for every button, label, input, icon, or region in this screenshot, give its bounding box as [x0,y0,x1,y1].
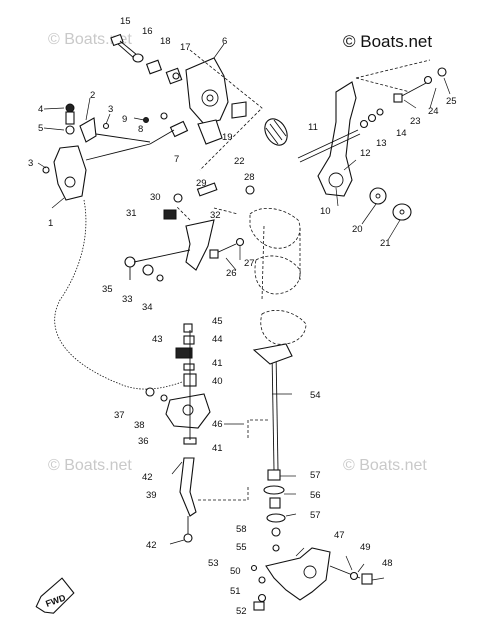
part-label-49: 49 [360,542,371,553]
part-label-35: 35 [102,284,113,295]
part-label-50: 50 [230,566,241,577]
part-label-1: 1 [48,218,53,229]
part-label-41: 41 [212,358,223,369]
part-label-28: 28 [244,172,255,183]
center-bolts [209,185,255,259]
cam-leader-frame [189,49,263,171]
washer-21 [392,203,412,221]
part-label-24: 24 [428,106,439,117]
part-label-5: 5 [38,123,43,134]
part-label-27: 27 [244,258,255,269]
part-label-14: 14 [396,128,407,139]
part-label-42: 42 [146,540,157,551]
part-label-57: 57 [310,470,321,481]
part-label-51: 51 [230,586,241,597]
part-label-36: 36 [138,436,149,447]
part-label-7: 7 [174,154,179,165]
watermark-main: © Boats.net [343,32,432,51]
watermark-bottom-left: © Boats.net [48,457,132,474]
part-label-42: 42 [142,472,153,483]
part-label-17: 17 [180,42,191,53]
link-rod-end [143,112,189,145]
part-label-57: 57 [310,510,321,521]
part-label-3: 3 [28,158,33,169]
part-label-38: 38 [134,420,145,431]
left-bolt-group [124,249,191,282]
throttle-arm-assembly [42,103,151,201]
part-label-3: 3 [108,104,113,115]
part-label-16: 16 [142,26,153,37]
part-label-46: 46 [212,419,223,430]
part-label-47: 47 [334,530,345,541]
part-label-31: 31 [126,208,137,219]
part-label-32: 32 [210,210,221,221]
part-label-53: 53 [208,558,219,569]
lower-shift-lever [250,527,373,611]
link-rod-39 [179,457,249,543]
part-label-10: 10 [320,206,331,217]
part-label-11: 11 [308,122,318,133]
part-label-13: 13 [376,138,387,149]
part-label-4: 4 [38,104,43,115]
shift-bracket-assembly [145,323,211,445]
part-label-39: 39 [146,490,157,501]
forward-direction-arrow: FWD [35,577,75,614]
part-label-55: 55 [236,542,247,553]
part-label-12: 12 [360,148,371,159]
part-label-58: 58 [236,524,247,535]
part-label-52: 52 [236,606,247,617]
part-label-9: 9 [122,114,127,125]
part-label-30: 30 [150,192,161,203]
part-label-44: 44 [212,334,223,345]
part-label-41: 41 [212,443,223,454]
part-label-33: 33 [122,294,133,305]
center-linkage [163,182,239,271]
throttle-cable [54,199,183,390]
part-label-37: 37 [114,410,125,421]
part-number-labels: 1 2 3 3 4 5 6 7 8 9 10 11 12 13 14 15 16… [28,16,457,617]
part-label-40: 40 [212,376,223,387]
watermark-bottom-right: © Boats.net [343,457,427,474]
right-bolt-group [355,59,447,103]
part-label-29: 29 [196,178,207,189]
part-label-21: 21 [380,238,391,249]
part-label-18: 18 [160,36,171,47]
part-label-43: 43 [152,334,163,345]
top-bolt-group [110,33,183,85]
part-label-45: 45 [212,316,223,327]
part-label-2: 2 [90,90,95,101]
part-label-19: 19 [222,132,233,143]
part-label-25: 25 [446,96,457,107]
part-label-26: 26 [226,268,237,279]
washer-20 [369,187,387,205]
part-label-20: 20 [352,224,363,235]
part-label-54: 54 [310,390,321,401]
throttle-cam [185,57,247,145]
part-label-6: 6 [222,36,227,47]
carburetor-outline [249,207,307,345]
part-label-22: 22 [234,156,245,167]
leader-lines [37,43,451,581]
shift-lever-arm [264,81,384,197]
watermark-top-left: © Boats.net [48,31,132,48]
part-label-8: 8 [138,124,143,135]
part-label-34: 34 [142,302,153,313]
shift-rod [247,343,293,523]
part-label-48: 48 [382,558,393,569]
part-label-15: 15 [120,16,131,27]
part-label-56: 56 [310,490,321,501]
part-label-23: 23 [410,116,421,127]
